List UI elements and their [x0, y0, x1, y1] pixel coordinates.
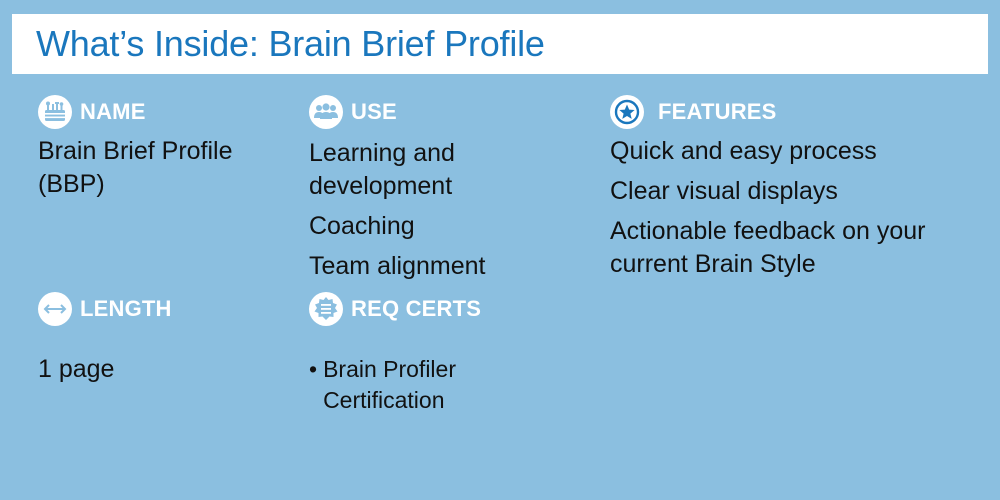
req-certs-list: • Brain Profiler Certification [309, 354, 539, 416]
page-title: What’s Inside: Brain Brief Profile [36, 23, 545, 64]
use-section-header: USE [309, 94, 397, 130]
bullet-mark: • [309, 356, 318, 382]
req-certs-item-text: Brain Profiler Certification [323, 356, 456, 413]
length-section-header: LENGTH [38, 291, 172, 327]
name-section-header: NAME [38, 94, 146, 130]
double-arrow-icon [38, 292, 72, 326]
use-list: Learning and development Coaching Team a… [309, 137, 579, 290]
req-certs-item: • Brain Profiler Certification [309, 354, 539, 416]
use-item: Team alignment [309, 252, 486, 280]
certificate-seal-icon [309, 292, 343, 326]
features-item: Quick and easy process [610, 137, 877, 165]
features-list: Quick and easy process Clear visual disp… [610, 135, 980, 288]
length-label: LENGTH [80, 296, 172, 321]
features-section-header: FEATURES [610, 94, 777, 130]
name-label: NAME [80, 99, 146, 124]
features-item: Clear visual displays [610, 177, 838, 205]
toolbox-icon [38, 95, 72, 129]
features-label: FEATURES [658, 99, 777, 124]
length-value-block: 1 page [38, 353, 288, 393]
title-bar: What’s Inside: Brain Brief Profile [12, 14, 988, 74]
name-value-block: Brain Brief Profile (BBP) [38, 135, 288, 208]
star-badge-icon [610, 95, 644, 129]
name-value: Brain Brief Profile (BBP) [38, 137, 233, 198]
features-item: Actionable feedback on your current Brai… [610, 217, 926, 278]
group-icon [309, 95, 343, 129]
use-item: Coaching [309, 212, 415, 240]
use-item: Learning and development [309, 139, 455, 200]
use-label: USE [351, 99, 397, 124]
req-certs-label: REQ CERTS [351, 296, 482, 321]
req-certs-section-header: REQ CERTS [309, 291, 481, 327]
length-value: 1 page [38, 355, 115, 383]
